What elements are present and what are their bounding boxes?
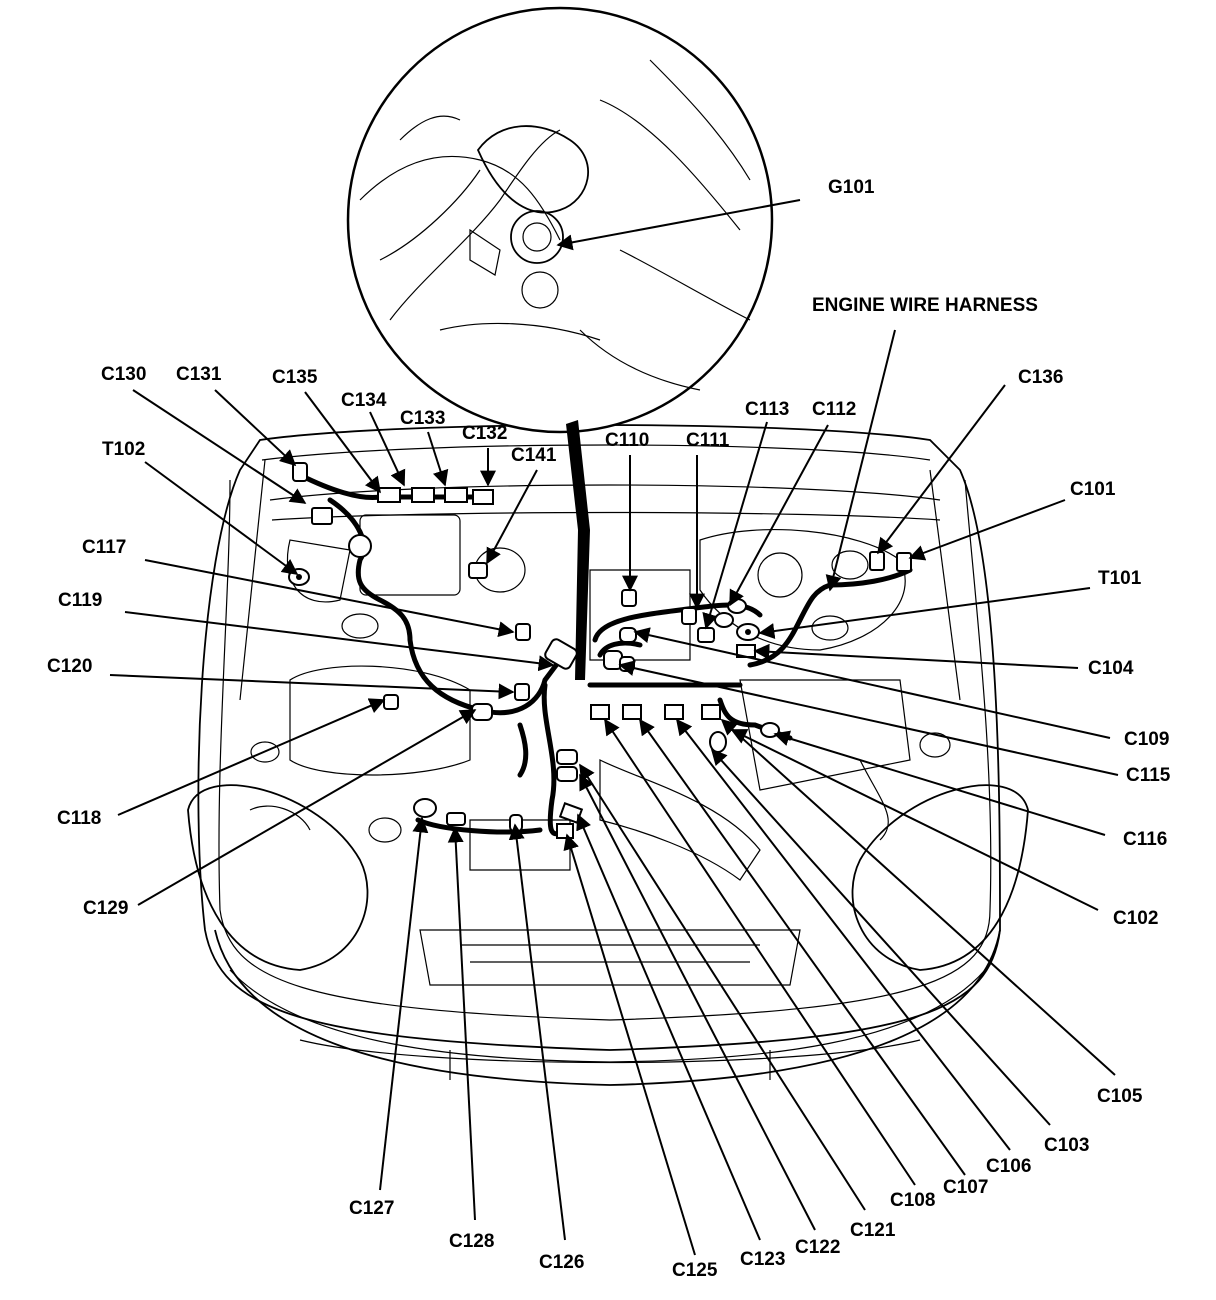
ground-detail-callout	[346, 6, 774, 680]
engine-bay-details	[239, 459, 961, 881]
label-c105: C105	[1097, 1086, 1143, 1107]
label-c117: C117	[82, 537, 126, 558]
label-c109: C109	[1124, 729, 1169, 750]
label-c141: C141	[511, 445, 557, 466]
label-c135: C135	[272, 367, 318, 388]
label-c130: C130	[101, 364, 146, 385]
label-c126: C126	[539, 1252, 584, 1273]
label-c129: C129	[83, 898, 128, 919]
car-body-outline	[187, 424, 1029, 1086]
label-c107: C107	[943, 1177, 988, 1198]
label-c128: C128	[449, 1231, 494, 1252]
label-c120: C120	[47, 656, 92, 677]
label-t101: T101	[1098, 568, 1142, 589]
label-c115: C115	[1126, 765, 1171, 786]
label-c118: C118	[57, 808, 101, 829]
label-c106: C106	[986, 1156, 1031, 1177]
harness-title: ENGINE WIRE HARNESS	[812, 295, 1038, 316]
label-c122: C122	[795, 1237, 840, 1258]
label-c125: C125	[672, 1260, 718, 1281]
label-c121: C121	[850, 1220, 896, 1241]
labels: ENGINE WIRE HARNESS G101 C130 C131 C135 …	[47, 177, 1171, 1281]
label-c131: C131	[176, 364, 222, 385]
label-c102: C102	[1113, 908, 1158, 929]
label-c132: C132	[462, 423, 507, 444]
label-c127: C127	[349, 1198, 394, 1219]
label-t102: T102	[102, 439, 145, 460]
label-c112: C112	[812, 399, 856, 420]
label-c111: C111	[686, 430, 730, 451]
label-c110: C110	[605, 430, 649, 451]
label-c108: C108	[890, 1190, 935, 1211]
label-c133: C133	[400, 408, 445, 429]
label-c116: C116	[1123, 829, 1167, 850]
label-c103: C103	[1044, 1135, 1089, 1156]
label-c101: C101	[1070, 479, 1116, 500]
label-c113: C113	[745, 399, 789, 420]
connector-glyphs	[288, 462, 912, 839]
label-g101: G101	[828, 177, 875, 198]
label-c123: C123	[740, 1249, 785, 1270]
label-c136: C136	[1018, 367, 1063, 388]
label-c119: C119	[58, 590, 102, 611]
label-c104: C104	[1088, 658, 1134, 679]
label-c134: C134	[341, 390, 387, 411]
leader-lines	[109, 199, 1119, 1256]
